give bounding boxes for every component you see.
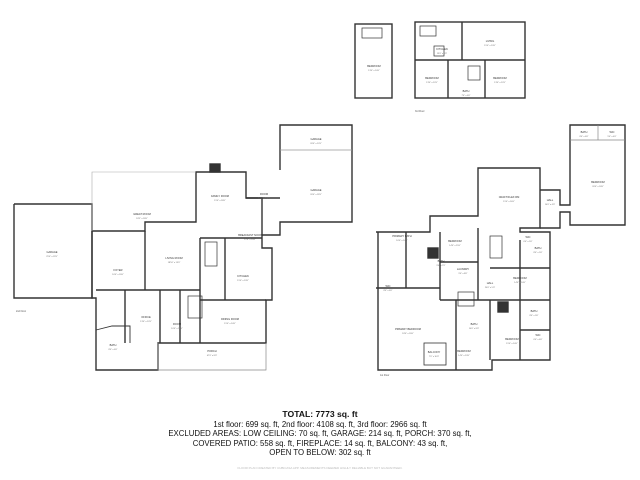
room-dims: 18'0" x 20'0" [402, 333, 414, 335]
room-name: LIVING [486, 39, 495, 43]
room-dims: 15'0" x 13'0" [237, 280, 249, 282]
room-name: BEDROOM [513, 276, 526, 280]
room-name: PRIMARY BEDROOM [395, 327, 421, 331]
room-name: BALCONY [428, 350, 441, 354]
room-name: PORCH [207, 349, 216, 353]
room-name: PRIMARY BATH [392, 234, 411, 238]
room-name: BATH [531, 309, 538, 313]
floor-label: 1st Floor [380, 374, 390, 377]
floor-label: 3rd Floor [415, 110, 425, 113]
room-dims: 13'0" x 12'0" [494, 82, 506, 84]
room-name: LAUNDRY [457, 267, 470, 271]
room-name: FAMILY ROOM [211, 194, 229, 198]
room-name: GARAGE [310, 188, 321, 192]
room-name: BREAKFAST NOOK [238, 233, 262, 237]
room-dims: 13'0" x 8'0" [437, 53, 448, 55]
room-name: ROOM [173, 322, 181, 326]
room-dims: 6'0" x 5'0" [523, 241, 532, 243]
room-name: BATH [581, 130, 588, 134]
room-dims: 16'0" x 14'0" [396, 240, 408, 242]
room-name: GARAGE [46, 250, 57, 254]
room-name: CRAFT/FLEX RM [499, 195, 520, 199]
room-dims: 13'0" x 14'0" [368, 70, 380, 72]
total-area: TOTAL: 7773 sq. ft [282, 409, 358, 419]
room-name: BATH [535, 246, 542, 250]
credit-line: FLOOR PLAN CREATED BY CUBICASA APP. MEAS… [237, 466, 403, 470]
room-dims: 8'0" x 6'0" [383, 290, 392, 292]
room-name: DINING ROOM [221, 317, 239, 321]
room-dims: 6'0" x 6'0" [533, 339, 542, 341]
floor-label: 2nd Floor [16, 310, 26, 313]
open-to-below: OPEN TO BELOW: 302 sq. ft [269, 448, 371, 458]
room-name: BEDROOM [591, 180, 604, 184]
room-dims: 25'0" x 22'0" [46, 256, 58, 258]
room-dims: 20'0" x 24'0" [592, 186, 604, 188]
room-dims: 16'0" x 20'0" [112, 274, 124, 276]
room-dims: 15'0" x 18'0" [214, 200, 226, 202]
room-name: WIC [535, 333, 540, 337]
room-name: BEDROOM [425, 76, 438, 80]
room-dims: 47'0" x 8'0" [207, 355, 218, 357]
room-dims: 12'0" x 10'0" [244, 239, 256, 241]
room-name: BATH [463, 89, 470, 93]
room-dims: 15'0" x 13'0" [484, 45, 496, 47]
room-name: KITCHEN [436, 47, 448, 51]
excluded-areas-cont: COVERED PATIO: 558 sq. ft, FIREPLACE: 14… [192, 438, 448, 448]
room-name: HALL [487, 281, 494, 285]
floor-areas: 1st floor: 699 sq. ft, 2nd floor: 4108 s… [213, 419, 427, 429]
room-name: BEDROOM [367, 64, 380, 68]
room-dims: 8'0" x 5'0" [533, 252, 542, 254]
room-dims: 10'0" x 10'0" [258, 198, 270, 200]
excluded-areas: EXCLUDED AREAS: LOW CEILING: 70 sq. ft, … [168, 429, 472, 439]
room-name: BATH [110, 343, 117, 347]
room-name: FOYER [114, 268, 123, 272]
room-name: KITCHEN [237, 274, 249, 278]
room-dims: 10'0" x 12'0" [171, 328, 183, 330]
room-dims: 8'0" x 6'0" [108, 349, 117, 351]
room-name: ROOM [260, 192, 268, 196]
floor-plan-drawing: GARAGE 25'0" x 22'0" FOYER 16'0" x 20'0"… [13, 21, 626, 377]
room-dims: 7'0" x 6'0" [461, 95, 470, 97]
room-name: WIC [609, 130, 614, 134]
room-name: GARAGE [310, 137, 321, 141]
room-dims: 20'0" x 12'0" [310, 143, 322, 145]
room-dims: 5'0" x 4'0" [607, 136, 616, 138]
room-dims: 14'0" x 13'0" [458, 355, 470, 357]
room-dims: 18'10" x 15'0" [168, 262, 181, 264]
room-dims: 20'0" x 5'0" [485, 287, 496, 289]
room-name: HALL [547, 198, 554, 202]
room-dims: 14'0" x 4'0" [545, 204, 556, 206]
room-name: WIC [525, 235, 530, 239]
right-floor-walls [376, 124, 626, 371]
room-name: GREAT ROOM [133, 212, 151, 216]
room-name: LIVING ROOM [165, 256, 182, 260]
room-name: BATH [438, 259, 445, 263]
left-floor-walls [13, 124, 353, 371]
room-name: BEDROOM [457, 349, 470, 353]
room-dims: 13'0" x 12'0" [140, 321, 152, 323]
room-dims: 14'0" x 15'0" [449, 245, 461, 247]
room-dims: 9'0" x 7'0" [436, 265, 445, 267]
room-labels: GARAGE 25'0" x 22'0" FOYER 16'0" x 20'0"… [46, 39, 617, 358]
room-dims: 18'5" x 18'0" [136, 218, 148, 220]
room-dims: 10'0" x 8'0" [469, 328, 480, 330]
room-name: BEDROOM [448, 239, 461, 243]
room-dims: 7'0" x 10'0" [429, 356, 440, 358]
area-summary: TOTAL: 7773 sq. ft 1st floor: 699 sq. ft… [0, 409, 640, 458]
room-dims: 8'0" x 9'0" [529, 315, 538, 317]
room-name: OFFICE [141, 315, 151, 319]
room-name: BEDROOM [493, 76, 506, 80]
room-name: BEDROOM [505, 337, 518, 341]
top-floor-walls [354, 21, 526, 99]
room-dims: 9'0" x 8'0" [458, 273, 467, 275]
room-dims: 14'0" x 14'0" [514, 282, 526, 284]
room-name: BATH [471, 322, 478, 326]
room-dims: 20'0" x 32'0" [310, 194, 322, 196]
room-dims: 15'0" x 14'0" [224, 323, 236, 325]
room-dims: 15'0" x 14'0" [506, 343, 518, 345]
room-name: WIC [385, 284, 390, 288]
room-dims: 13'0" x 12'0" [426, 82, 438, 84]
room-dims: 8'0" x 6'0" [579, 136, 588, 138]
room-dims: 15'0" x 16'0" [503, 201, 515, 203]
